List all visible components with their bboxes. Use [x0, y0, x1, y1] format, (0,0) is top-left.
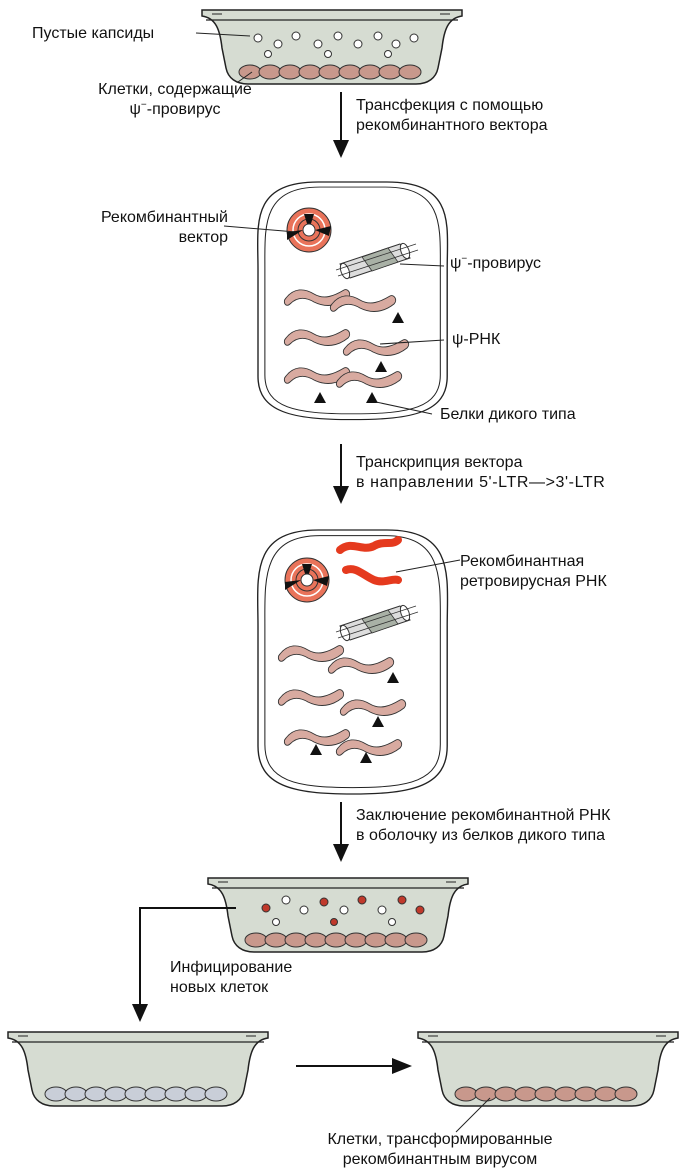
label-cells-provirus: Клетки, содержащие ψ−-провирус [70, 80, 280, 120]
label-wild-type-proteins: Белки дикого типа [440, 405, 576, 425]
cell-monolayer-icon-4 [455, 1087, 637, 1101]
label-cells-provirus-line2: ψ−-провирус [70, 100, 280, 120]
cell-monolayer-icon [239, 65, 421, 79]
label-psi-rna: ψ-РНК [452, 330, 500, 350]
dish-new-cells [8, 1032, 268, 1106]
dish-transformed-cells [418, 1032, 678, 1106]
label-infection: Инфицирование новых клеток [170, 958, 292, 998]
label-recombinant-vector: Рекомбинантный вектор [60, 208, 228, 248]
label-empty-capsids: Пустые капсиды [32, 24, 154, 44]
recombinant-vector-icon-2 [285, 558, 329, 602]
label-step1: Трансфекция с помощью рекомбинантного ве… [356, 96, 548, 136]
dish-virus-producer [208, 878, 468, 952]
dish-top [202, 10, 462, 84]
label-psi-minus-provirus: ψ−-провирус [450, 254, 541, 274]
arrow-step3 [333, 802, 349, 862]
label-step3: Заключение рекомбинантной РНК в оболочку… [356, 806, 610, 846]
label-transformed-cells: Клетки, трансформированные рекомбинантны… [270, 1130, 610, 1170]
arrow-transform [296, 1058, 412, 1074]
cell-monolayer-icon-3 [45, 1087, 227, 1101]
label-step2: Транскрипция вектора в направлении 5'-LT… [356, 453, 605, 493]
arrow-step2 [333, 444, 349, 504]
arrow-step1 [333, 92, 349, 158]
recombinant-vector-icon [287, 208, 331, 252]
cell-monolayer-icon-2 [245, 933, 427, 947]
label-cells-provirus-line1: Клетки, содержащие [70, 80, 280, 100]
label-recombinant-rna: Рекомбинантная ретровирусная РНК [460, 552, 607, 592]
